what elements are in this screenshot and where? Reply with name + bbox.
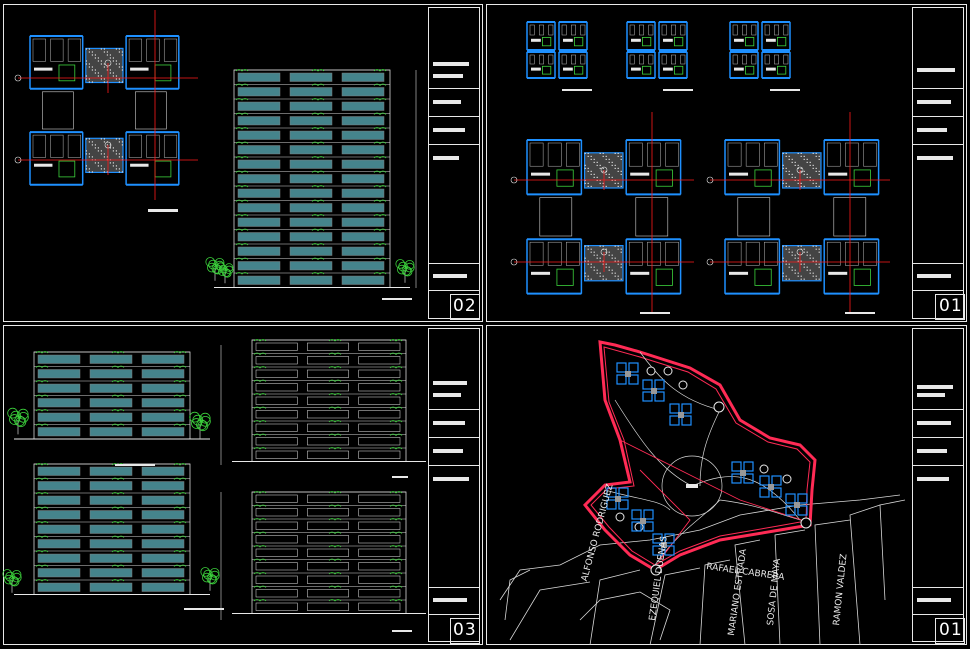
building-elevations [2, 69, 426, 632]
sheet-frame-bottom-right [486, 325, 967, 645]
sheet-number-box-bottom-left [450, 618, 480, 644]
street-lines [499, 494, 906, 646]
sheet-number-box-top-left [450, 294, 480, 320]
sheet-number-bottom-left: 03 [453, 620, 477, 640]
sheet-number-top-left: 02 [453, 296, 477, 316]
floor-plans [14, 10, 890, 314]
sheet-number-top-right: 01 [939, 296, 963, 316]
title-block-top-left [428, 7, 480, 319]
sheet-number-box-top-right [935, 294, 965, 320]
sheet-number-box-bottom-right [935, 618, 965, 644]
title-block-bottom-right [912, 328, 964, 642]
sheet-frame-bottom-left [3, 325, 483, 645]
sheet-number-bottom-right: 01 [939, 620, 963, 640]
title-block-bottom-left [428, 328, 480, 642]
sheet-frame-top-right [486, 4, 967, 322]
title-block-top-right [912, 7, 964, 319]
site-boundary [582, 340, 817, 572]
sheet-frame-top-left [3, 4, 483, 322]
site-plan [499, 340, 906, 646]
